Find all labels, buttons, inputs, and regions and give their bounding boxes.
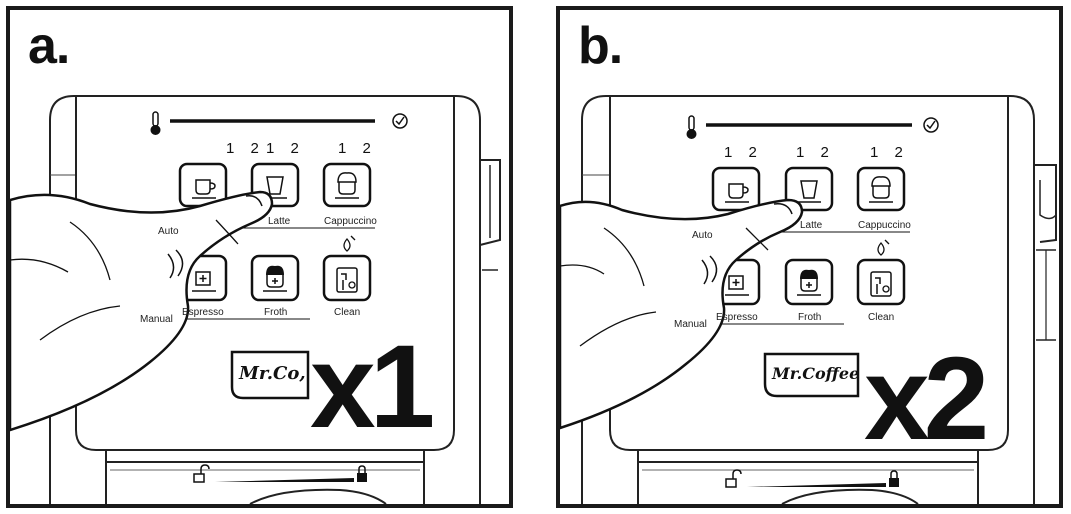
unlock-icon	[193, 464, 210, 483]
froth-button[interactable]	[784, 258, 834, 306]
panel-letter: a.	[28, 17, 70, 75]
cappuccino-button[interactable]	[856, 166, 906, 212]
cappuccino-cup-count: 1 2	[338, 140, 377, 157]
mr-coffee-logo: Mr.Co,	[239, 363, 306, 384]
espresso-cup-count: 1 2	[724, 144, 763, 161]
panel-a: a. 1 2 1 2 1 2 Auto Latte Cappuccino Man…	[6, 6, 513, 508]
lock-slider[interactable]	[747, 483, 886, 487]
clean-label: Clean	[334, 307, 361, 318]
auto-label: Auto	[692, 230, 713, 241]
pressing-hand	[10, 190, 274, 432]
espresso-label: Espresso	[716, 312, 758, 323]
latte-label: Latte	[800, 220, 823, 231]
mr-coffee-logo: Mr.Coffee	[772, 364, 860, 383]
lock-icon	[889, 470, 899, 487]
cappuccino-cup-count: 1 2	[870, 144, 909, 161]
cappuccino-label: Cappuccino	[858, 220, 911, 231]
panel-b: b. 1 2 1 2 1 2 Auto Latte Cappuccino Man…	[556, 6, 1063, 508]
machine-drawing-b	[560, 95, 1057, 504]
lock-icon	[357, 465, 367, 482]
thermometer-icon	[150, 111, 161, 135]
thermometer-icon	[686, 115, 697, 139]
latte-cup-count: 1 2	[226, 140, 265, 157]
froth-button[interactable]	[250, 254, 300, 302]
checkmark-circle-icon	[923, 117, 939, 133]
unlock-icon	[725, 469, 742, 488]
espresso-cup-button[interactable]	[711, 166, 761, 212]
press-multiplier: x2	[864, 333, 989, 465]
clean-label: Clean	[868, 312, 895, 323]
cappuccino-label: Cappuccino	[324, 216, 377, 227]
auto-label: Auto	[158, 226, 179, 237]
press-multiplier: x1	[310, 321, 435, 453]
latte-button[interactable]	[784, 166, 834, 212]
manual-label: Manual	[674, 319, 707, 330]
manual-label: Manual	[140, 314, 173, 325]
clean-button[interactable]	[322, 254, 372, 302]
descale-icon	[343, 235, 356, 252]
machine-drawing-a	[10, 95, 501, 504]
descale-icon	[877, 239, 890, 256]
latte-label: Latte	[268, 216, 291, 227]
clean-button[interactable]	[856, 258, 906, 306]
lock-slider[interactable]	[215, 478, 354, 482]
pressing-hand	[560, 198, 804, 430]
cappuccino-button[interactable]	[322, 162, 372, 208]
panel-letter: b.	[578, 17, 623, 75]
froth-label: Froth	[264, 307, 288, 318]
latte-cup-count: 1 2	[266, 140, 305, 157]
checkmark-circle-icon	[392, 113, 408, 129]
latte-cup-count: 1 2	[796, 144, 835, 161]
froth-label: Froth	[798, 312, 822, 323]
espresso-label: Espresso	[182, 307, 224, 318]
